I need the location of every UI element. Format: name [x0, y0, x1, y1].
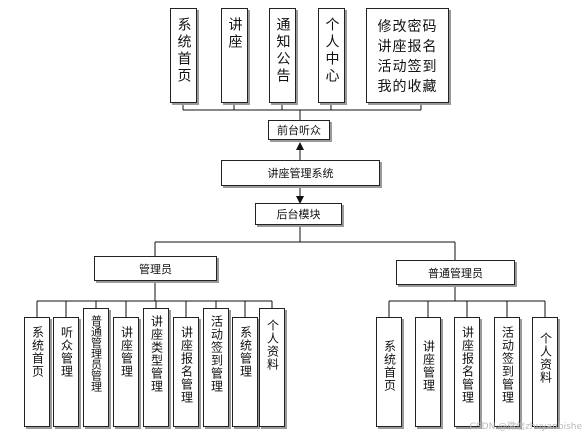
admin-item-label: 讲座管理 — [119, 326, 134, 378]
system-label: 讲座管理系统 — [267, 167, 334, 180]
feature-my-favorites: 我的收藏 — [377, 78, 438, 95]
admin-label: 管理员 — [139, 262, 172, 276]
frontend-item-label: 讲座 — [226, 17, 243, 51]
admin-item-label: 听众管理 — [59, 326, 74, 378]
admin-item-lecture-signup: 讲座报名管理 — [173, 317, 199, 427]
regular-item-label: 活动签到管理 — [500, 326, 515, 404]
regular-item-lecture-signup: 讲座报名管理 — [454, 317, 480, 427]
admin-item-audience: 听众管理 — [53, 317, 79, 427]
regular-admin-node: 普通管理员 — [396, 260, 515, 285]
regular-item-label: 讲座管理 — [421, 340, 436, 392]
frontend-item-label: 个人中心 — [323, 17, 340, 85]
admin-item-label: 讲座报名管理 — [179, 326, 194, 404]
regular-item-home: 系统首页 — [376, 317, 402, 427]
admin-item-activity-checkin: 活动签到管理 — [203, 308, 229, 427]
feature-activity-checkin: 活动签到 — [377, 58, 438, 75]
personal-center-features: 修改密码 讲座报名 活动签到 我的收藏 — [366, 8, 449, 103]
admin-item-label: 普通管理员管理 — [89, 315, 103, 392]
admin-item-label: 讲座类型管理 — [149, 315, 164, 393]
frontend-audience-node: 前台听众 — [268, 120, 330, 140]
frontend-item-personal-center: 个人中心 — [318, 8, 345, 103]
system-node: 讲座管理系统 — [221, 160, 380, 186]
admin-item-profile: 个人资料 — [259, 308, 285, 427]
regular-item-label: 个人资料 — [538, 332, 553, 384]
admin-item-label: 个人资料 — [265, 319, 280, 371]
frontend-item-label: 系统首页 — [175, 17, 192, 85]
frontend-item-home: 系统首页 — [170, 8, 197, 103]
regular-admin-label: 普通管理员 — [428, 266, 483, 280]
regular-item-activity-checkin: 活动签到管理 — [494, 317, 520, 427]
regular-item-label: 讲座报名管理 — [460, 326, 475, 404]
backend-node: 后台模块 — [255, 203, 342, 225]
admin-item-system: 系统管理 — [232, 317, 258, 427]
frontend-item-lecture: 讲座 — [221, 8, 248, 103]
admin-node: 管理员 — [94, 256, 217, 281]
frontend-item-label: 通知公告 — [274, 17, 291, 85]
admin-item-home: 系统首页 — [24, 317, 50, 427]
feature-lecture-signup: 讲座报名 — [377, 38, 438, 55]
frontend-item-notice: 通知公告 — [269, 8, 296, 103]
admin-item-lecture-type: 讲座类型管理 — [143, 308, 169, 427]
feature-change-password: 修改密码 — [377, 18, 438, 35]
watermark: CSDN @微信zhuyanbishe — [469, 422, 582, 432]
frontend-audience-label: 前台听众 — [277, 124, 321, 137]
backend-label: 后台模块 — [276, 208, 321, 221]
regular-item-label: 系统首页 — [382, 340, 397, 392]
admin-item-label: 系统首页 — [30, 326, 45, 378]
regular-item-lecture: 讲座管理 — [415, 317, 441, 427]
regular-item-profile: 个人资料 — [532, 317, 558, 427]
admin-item-regular-admin: 普通管理员管理 — [83, 308, 109, 427]
admin-item-label: 活动签到管理 — [209, 315, 224, 393]
admin-item-lecture: 讲座管理 — [113, 317, 139, 427]
admin-item-label: 系统管理 — [238, 326, 253, 378]
